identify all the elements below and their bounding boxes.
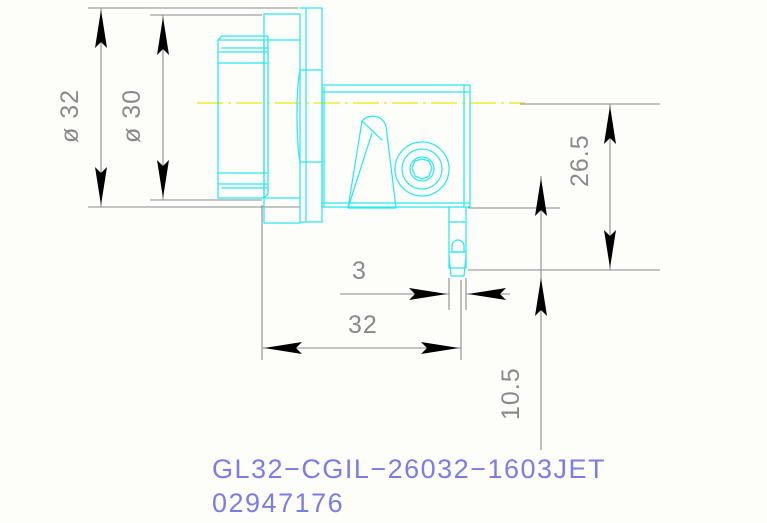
len-32-arrow-left [264,342,302,354]
height-26-5-arrow-top [604,106,616,144]
part-number-label: GL32−CGIL−26032−1603JET [212,454,606,484]
dimension-len-32: 32 [261,205,462,360]
dia-30-label: ø 30 [118,89,146,143]
lever-tip-edge [361,120,383,141]
bracket-body [321,84,471,208]
knob-collar [263,13,301,224]
tab-outline [448,206,467,269]
tab-detent-detail [451,239,465,253]
tab-tapered-tip [448,255,467,277]
knob-back-edge [221,35,269,199]
dia-30-arrow-bottom [157,160,169,198]
screw-mid-circle [401,148,443,190]
height-26-5-label: 26.5 [566,134,594,187]
len-3-label: 3 [352,257,367,285]
dimension-height-26-5: 26.5 [468,103,660,271]
lever-arm [347,115,397,209]
mounting-tab [448,206,467,277]
torx-socket-icon [411,158,433,180]
lever-inner-edge [347,132,373,209]
lever-outline [347,115,397,209]
flange [296,7,323,223]
dimension-dia-32: ø 32 [56,7,300,208]
component-geometry [217,7,471,277]
dia-32-arrow-top [95,10,107,48]
knob-corner-top [217,35,223,41]
len-3-arrow-right [468,288,506,300]
title-block: GL32−CGIL−26032−1603JET 02947176 [212,454,606,518]
dimension-len-3: 3 [340,257,510,310]
height-10-5-arrow-upper [535,178,547,216]
len-3-arrow-left [409,288,447,300]
drawing-number-label: 02947176 [212,488,344,518]
height-10-5-label: 10.5 [497,367,525,420]
height-26-5-arrow-bottom [604,230,616,268]
len-32-arrow-right [421,342,459,354]
len-32-label: 32 [348,311,378,339]
flange-taper-left [296,69,301,163]
dimension-dia-30: ø 30 [118,14,262,201]
dimension-height-10-5: 10.5 [468,176,560,450]
flange-outline [299,7,323,223]
socket-screw-head [394,141,450,197]
body-outline [321,84,471,208]
screw-inner-circle [409,156,435,182]
knob-outline [217,39,265,199]
collar-outline [263,13,301,224]
dia-32-arrow-bottom [95,167,107,205]
height-10-5-arrow-lower [535,278,547,316]
screw-outer-circle [394,141,450,197]
dia-32-label: ø 32 [56,89,84,143]
knurled-knob [217,35,269,199]
dia-30-arrow-top [157,17,169,55]
